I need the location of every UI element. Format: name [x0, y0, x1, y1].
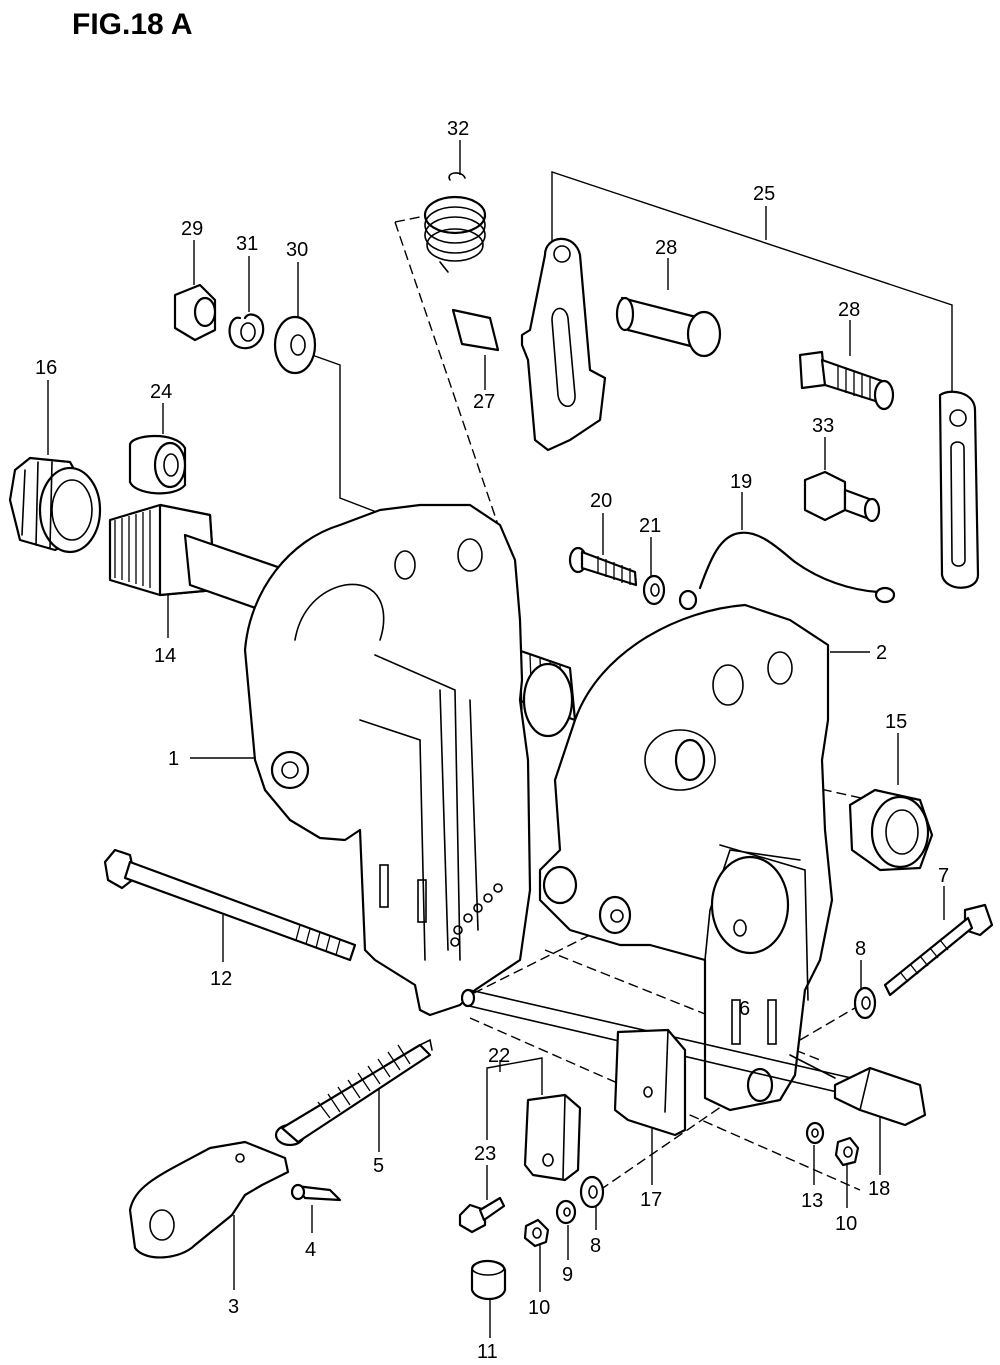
callout-31: 31 [236, 233, 258, 255]
bolt-23 [458, 1196, 506, 1234]
callout-12: 12 [210, 968, 232, 990]
link-25-right [938, 390, 980, 589]
nut-10-right [834, 1136, 860, 1167]
bracket-1 [243, 503, 532, 1017]
nut-29 [173, 283, 217, 342]
callout-22: 22 [488, 1045, 510, 1067]
lock-washer-31 [228, 313, 265, 350]
callout-33: 33 [812, 415, 834, 437]
washer-8-right [853, 986, 877, 1020]
callout-13: 13 [801, 1190, 823, 1212]
bolt-7 [883, 903, 994, 997]
cap-6 [710, 855, 790, 955]
callout-16: 16 [35, 357, 57, 379]
nut-10-lower [523, 1218, 550, 1248]
callout-24: 24 [150, 381, 172, 403]
callout-5: 5 [373, 1155, 384, 1177]
collar-24 [128, 434, 187, 495]
callout-8-right: 8 [855, 938, 866, 960]
callout-3: 3 [228, 1296, 239, 1318]
rod-5 [274, 1038, 433, 1147]
callout-labels: 32 25 29 31 30 28 28 27 16 24 33 20 21 1… [35, 118, 949, 1363]
callout-1: 1 [168, 748, 179, 770]
callout-17: 17 [640, 1189, 662, 1211]
callout-29: 29 [181, 218, 203, 240]
callout-18: 18 [868, 1178, 890, 1200]
washer-21 [642, 574, 666, 606]
callout-21: 21 [639, 515, 661, 537]
bolt-28-right [798, 350, 895, 411]
callout-14: 14 [154, 645, 176, 667]
cap-nut-16 [8, 456, 102, 554]
callout-15: 15 [885, 711, 907, 733]
pad-22 [523, 1093, 582, 1182]
callout-28-right: 28 [838, 299, 860, 321]
washer-30 [273, 315, 317, 375]
nut-15 [848, 788, 934, 872]
block-17 [613, 1028, 687, 1137]
callout-10-lower: 10 [528, 1297, 550, 1319]
callout-6: 6 [739, 998, 750, 1020]
callout-10-right: 10 [835, 1213, 857, 1235]
callout-4: 4 [305, 1239, 316, 1261]
cap-11 [470, 1259, 507, 1301]
callout-9: 9 [562, 1264, 573, 1286]
ground-wire-19 [678, 531, 896, 611]
pin-4 [290, 1183, 342, 1202]
connector-18 [789, 1054, 927, 1127]
lock-washer-9 [555, 1199, 577, 1225]
callout-7: 7 [938, 865, 949, 887]
bolt-20 [568, 546, 638, 587]
figure-title: FIG.18 A [72, 8, 193, 41]
callout-30: 30 [286, 239, 308, 261]
block-27 [451, 308, 500, 352]
callout-20: 20 [590, 490, 612, 512]
callout-28-left: 28 [655, 237, 677, 259]
callout-23: 23 [474, 1143, 496, 1165]
lever-3 [128, 1140, 290, 1259]
callout-2: 2 [876, 642, 887, 664]
callout-25: 25 [753, 183, 775, 205]
plate-25-left [520, 237, 607, 452]
bolt-12 [103, 848, 357, 962]
callout-32: 32 [447, 118, 469, 140]
callout-27: 27 [473, 391, 495, 413]
lock-washer-13 [805, 1121, 825, 1145]
bolt-33 [803, 470, 881, 523]
washer-8-lower [579, 1175, 605, 1209]
callout-11: 11 [477, 1341, 498, 1363]
callout-8-lower: 8 [590, 1235, 601, 1257]
callout-19: 19 [730, 471, 752, 493]
spring-32 [423, 172, 487, 273]
bracket-2 [538, 603, 834, 1112]
pin-28-left [615, 296, 722, 358]
